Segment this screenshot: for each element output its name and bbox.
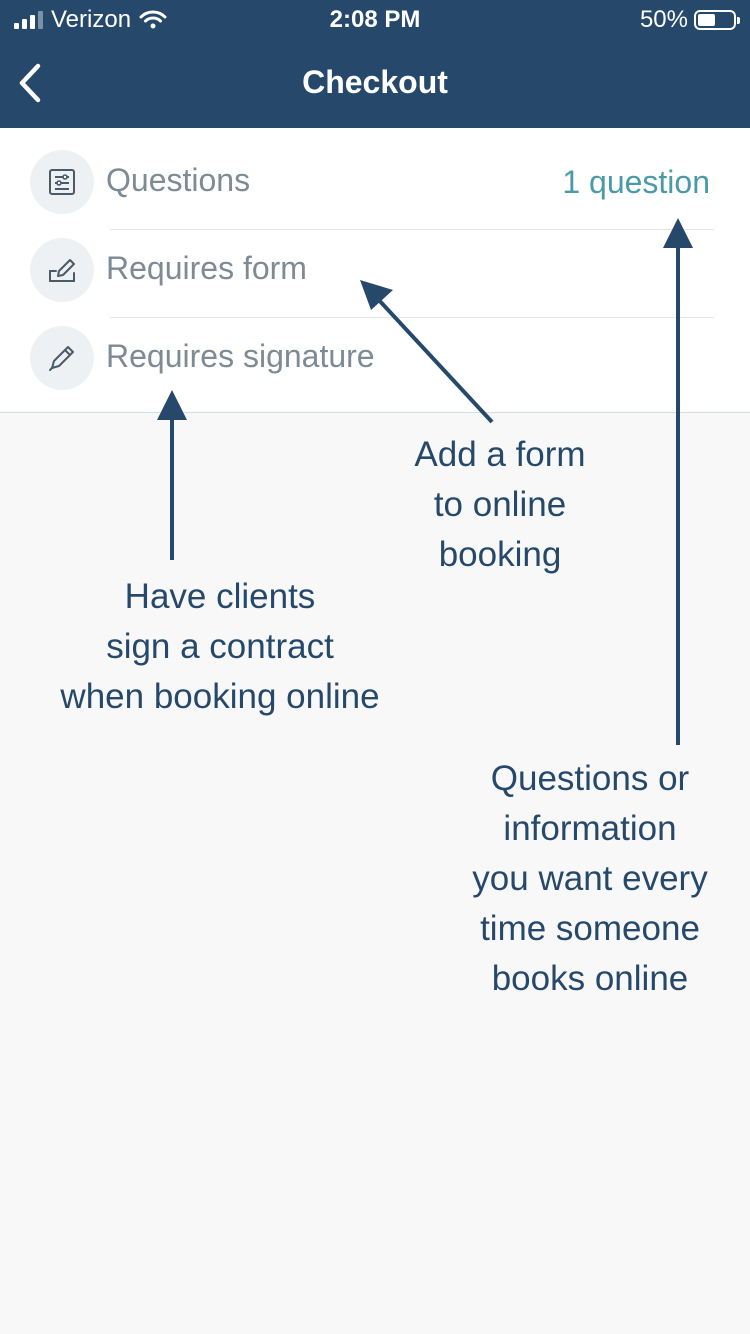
annotation-line: information xyxy=(503,809,677,848)
row-divider xyxy=(110,229,714,230)
signal-icon xyxy=(14,11,43,29)
annotation-line: Have clients xyxy=(124,577,316,616)
annotation-signature: Have clients sign a contract when bookin… xyxy=(20,572,420,722)
annotation-questions: Questions or information you want every … xyxy=(440,754,740,1004)
status-bar: Verizon 2:08 PM 50% xyxy=(0,0,750,40)
battery-icon xyxy=(694,10,740,30)
annotation-line: Add a form xyxy=(414,435,586,474)
page-title: Checkout xyxy=(302,64,448,100)
battery-status: 50% xyxy=(639,6,740,34)
annotation-line: time someone xyxy=(480,909,700,948)
questions-count: 1 question xyxy=(562,164,710,200)
carrier-info: Verizon xyxy=(14,6,167,34)
annotation-line: booking xyxy=(438,535,562,574)
questions-label: Questions xyxy=(106,162,251,198)
questions-row[interactable]: Questions 1 question xyxy=(0,128,750,230)
app-header: Verizon 2:08 PM 50% Checkout xyxy=(0,0,750,128)
chevron-left-icon xyxy=(19,63,41,103)
requires-signature-row[interactable]: Requires signature xyxy=(0,304,750,392)
carrier-name: Verizon xyxy=(51,6,132,33)
annotation-line: books online xyxy=(491,959,689,998)
pen-icon xyxy=(49,346,74,371)
wifi-icon xyxy=(139,10,167,29)
status-time: 2:08 PM xyxy=(329,6,421,33)
requires-form-label: Requires form xyxy=(106,250,307,286)
arrow-to-signature xyxy=(157,390,187,560)
icon-badge xyxy=(30,238,94,302)
icon-badge xyxy=(30,326,94,390)
nav-bar: Checkout xyxy=(0,40,750,128)
requires-signature-label: Requires signature xyxy=(106,338,375,374)
form-pencil-icon xyxy=(49,259,75,282)
annotation-line: sign a contract xyxy=(106,627,334,666)
checkout-options-list: Questions 1 question Requires form Requi… xyxy=(0,128,750,413)
back-button[interactable] xyxy=(12,58,52,108)
battery-percent: 50% xyxy=(639,6,688,33)
annotation-line: to online xyxy=(433,485,567,524)
annotation-line: when booking online xyxy=(60,677,380,716)
annotation-line: Questions or xyxy=(490,759,690,798)
questions-form-icon xyxy=(49,169,75,195)
requires-form-row[interactable]: Requires form xyxy=(0,216,750,318)
annotation-line: you want every xyxy=(472,859,708,898)
annotation-form: Add a form to online booking xyxy=(360,430,640,580)
icon-badge xyxy=(30,150,94,214)
battery-level-fill xyxy=(698,14,715,26)
